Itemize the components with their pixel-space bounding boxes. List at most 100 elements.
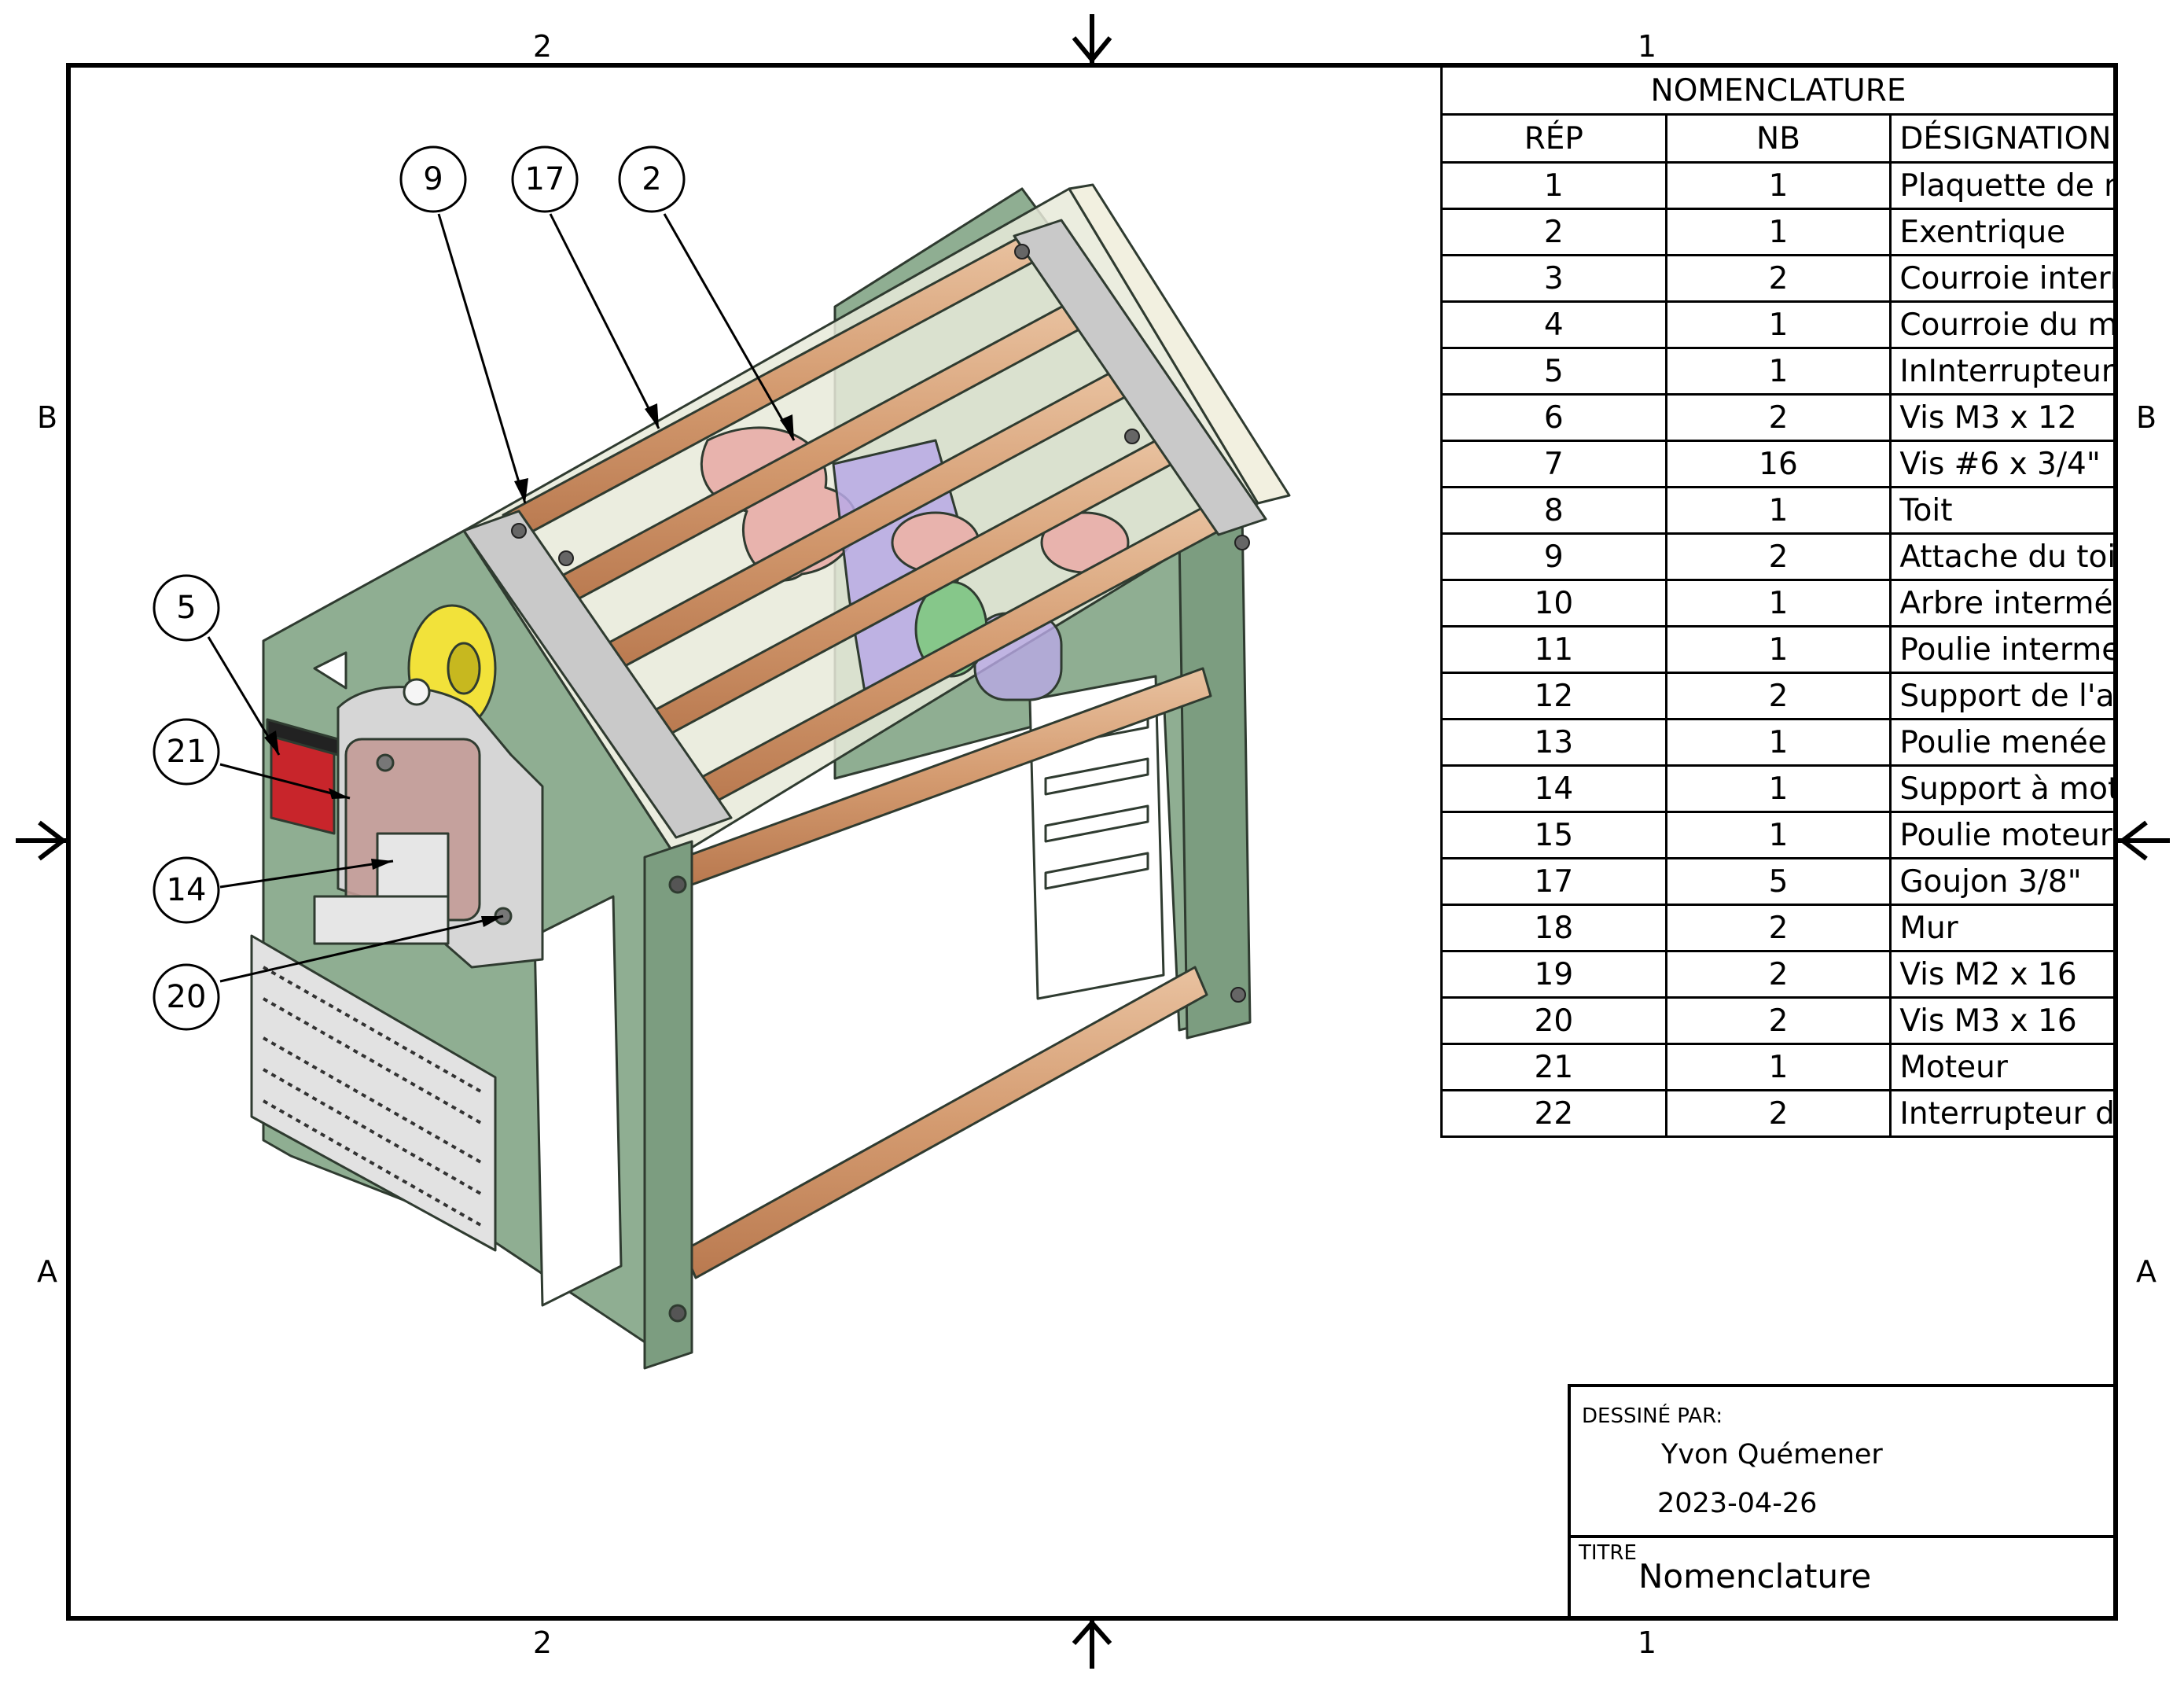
cell-nb: 1 (1664, 811, 1892, 859)
cell-designation: Courroie intermédiaire (1889, 254, 2116, 303)
balloon-circle (618, 145, 686, 213)
assembly (250, 183, 1291, 1370)
front-wall-window-1 (533, 895, 623, 1307)
cell-rep: 20 (1440, 996, 1667, 1045)
balloon-label: 21 (166, 734, 207, 770)
balloon-label: 9 (423, 161, 443, 197)
back-wall-window (1028, 675, 1165, 1000)
main-switch-bezel (266, 718, 340, 756)
cell-rep: 9 (1440, 532, 1667, 581)
back-leg (1178, 510, 1252, 1040)
drawing-title: Nomenclature (1638, 1557, 1872, 1596)
cell-rep: 17 (1440, 857, 1667, 906)
cell-nb: 2 (1664, 1089, 1892, 1138)
cell-rep: 21 (1440, 1043, 1667, 1091)
cell-nb: 1 (1664, 764, 1892, 813)
header-rep: RÉP (1440, 113, 1667, 164)
cell-rep: 3 (1440, 254, 1667, 303)
balloon-item-14: 14 (152, 856, 221, 925)
center-mark-left (16, 820, 68, 861)
cell-designation: Courroie du moteur (1889, 300, 2116, 349)
zone-top-2: 2 (532, 29, 553, 64)
balloon-circle (511, 145, 579, 213)
title-block: DESSINÉ PAR: Yvon Quémener 2023-04-26 TI… (1568, 1384, 2116, 1618)
roof-attach-front (462, 510, 733, 839)
front-leg-screw-2 (668, 1304, 687, 1323)
balloon-item-20: 20 (152, 962, 221, 1032)
balloon-circle (153, 856, 220, 924)
roof-dowels (502, 234, 1228, 808)
center-mark-right (2116, 820, 2170, 861)
cell-designation: Vis M3 x 16 (1889, 996, 2116, 1045)
cell-nb: 2 (1664, 904, 1892, 952)
front-leg (643, 840, 693, 1370)
cell-designation: Support de l'arbre intermédiaire (1889, 672, 2116, 720)
balloon-label: 14 (166, 872, 207, 908)
cell-designation: Poulie intermediaire (1889, 625, 2116, 674)
zone-left-a: A (37, 1254, 57, 1289)
cell-designation: Poulie moteur (1889, 811, 2116, 859)
cell-nb: 1 (1664, 579, 1892, 628)
cell-designation: Moteur (1889, 1043, 2116, 1091)
cell-nb: 16 (1664, 440, 1892, 488)
roof-panel-edge (1068, 183, 1291, 505)
cell-nb: 2 (1664, 672, 1892, 720)
balloon-item-21: 21 (152, 717, 221, 786)
frame-screws (511, 244, 1250, 1003)
cell-rep: 7 (1440, 440, 1667, 488)
drawn-by-label: DESSINÉ PAR: (1582, 1404, 1723, 1428)
balloon-circle (153, 963, 220, 1031)
cell-designation: Vis M3 x 12 (1889, 393, 2116, 442)
cell-designation: Poulie menée (1889, 718, 2116, 767)
zone-right-b: B (2135, 400, 2157, 435)
cell-rep: 15 (1440, 811, 1667, 859)
cell-rep: 8 (1440, 486, 1667, 535)
leader-lines (207, 213, 796, 983)
cell-nb: 1 (1664, 347, 1892, 396)
motor-mount-base (313, 895, 450, 945)
cell-rep: 13 (1440, 718, 1667, 767)
breadboard-holes (263, 966, 484, 1228)
balloon-circle (399, 145, 467, 213)
cell-designation: Attache du toit (1889, 532, 2116, 581)
cell-nb: 2 (1664, 532, 1892, 581)
cell-rep: 18 (1440, 904, 1667, 952)
center-mark-top (1072, 14, 1112, 65)
zone-left-b: B (36, 400, 58, 435)
cell-rep: 6 (1440, 393, 1667, 442)
cell-rep: 11 (1440, 625, 1667, 674)
balloon-label: 20 (166, 979, 207, 1015)
cell-nb: 1 (1664, 161, 1892, 210)
cell-nb: 1 (1664, 486, 1892, 535)
drawing-date: 2023-04-26 (1657, 1488, 1818, 1519)
zone-top-1: 1 (1637, 29, 1657, 64)
cell-rep: 1 (1440, 161, 1667, 210)
zone-right-a: A (2136, 1254, 2156, 1289)
drawn-by-section: DESSINÉ PAR: Yvon Quémener 2023-04-26 (1571, 1387, 2116, 1538)
cell-designation: Support à moteur (1889, 764, 2116, 813)
author-name: Yvon Quémener (1661, 1439, 1883, 1470)
nomenclature-title: NOMENCLATURE (1440, 65, 2116, 116)
cell-nb: 5 (1664, 857, 1892, 906)
title-label: TITRE (1579, 1541, 1637, 1565)
zone-bottom-1: 1 (1637, 1625, 1657, 1660)
cell-rep: 14 (1440, 764, 1667, 813)
cell-rep: 22 (1440, 1089, 1667, 1138)
cell-nb: 1 (1664, 625, 1892, 674)
